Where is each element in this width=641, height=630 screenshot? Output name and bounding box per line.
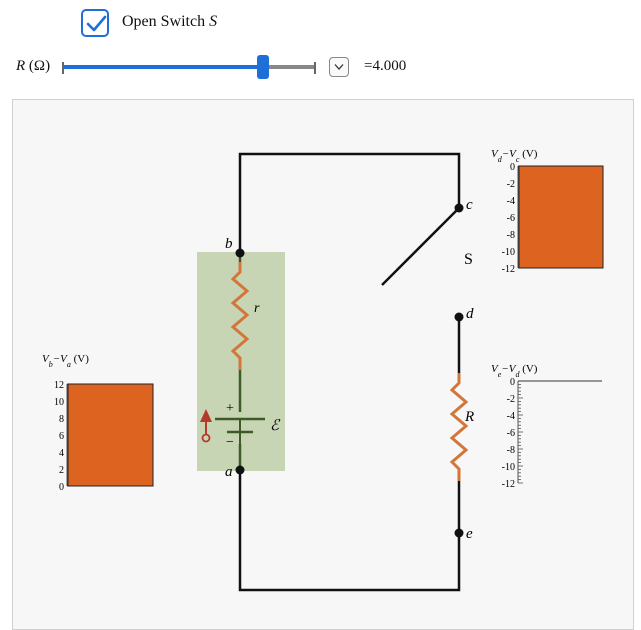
current-direction-arrow-icon [200, 409, 212, 443]
meter-tick-label: -4 [507, 196, 515, 207]
meter-tick-label: 0 [59, 482, 64, 493]
meter-tick-label: -12 [502, 264, 515, 275]
resistance-options-dropdown[interactable] [329, 57, 349, 77]
meter-tick-label: -8 [507, 230, 515, 241]
node-a [235, 465, 245, 475]
meter-vd-vc: Vd−Vc (V)0 -2 -4 -6 -8 -10 -12 [491, 148, 604, 275]
meter-tick-label: -6 [507, 428, 515, 439]
resistance-slider[interactable] [62, 55, 316, 79]
node-c [454, 203, 464, 213]
emf-label: ℰ [270, 418, 281, 434]
meter-tick-label: 2 [59, 465, 64, 476]
load-resistor-R [449, 373, 469, 481]
node-label-a: a [225, 464, 233, 480]
meter-tick-label: -2 [507, 179, 515, 190]
node-e [454, 528, 464, 538]
internal-resistor-r [230, 262, 250, 370]
meter-tick-label: -8 [507, 445, 515, 456]
meter-tick-label: 8 [59, 414, 64, 425]
slider-thumb[interactable] [256, 55, 269, 79]
meter-tick-label: -4 [507, 411, 515, 422]
resistance-label: R (Ω) [16, 58, 51, 74]
node-label-e: e [466, 526, 473, 542]
meter-tick-label: -6 [507, 213, 515, 224]
open-switch-checkbox[interactable] [81, 9, 109, 37]
internal-resistor-label: r [254, 301, 260, 316]
bottom-wire [238, 472, 461, 592]
open-switch-label: Open Switch S [122, 13, 218, 30]
meter-vb-va: Vb−Va (V) 12 10 8 6 4 2 0 [42, 353, 154, 493]
meter-tick-label: 6 [59, 431, 64, 442]
battery-minus-sign: − [226, 435, 234, 450]
meter-title: Ve−Vd (V) [491, 363, 538, 379]
slider-right-stop [314, 62, 316, 74]
battery-plus-sign: + [226, 401, 234, 416]
meter-tick-label: 12 [54, 380, 64, 391]
meter-title: Vd−Vc (V) [491, 148, 538, 164]
meter-tick-label: 10 [54, 397, 64, 408]
meter-tick-label: 0 [510, 162, 515, 173]
meter-bar [67, 383, 154, 487]
slider-track-rest [268, 65, 314, 69]
switch-label: S [464, 251, 473, 268]
chevron-down-icon [334, 64, 344, 70]
meter-tick-label: -10 [502, 247, 515, 258]
circuit-nodes [235, 203, 464, 538]
checkmark-icon [86, 15, 107, 32]
resistance-value: =4.000 [364, 58, 407, 74]
meter-title: Vb−Va (V) [42, 353, 89, 369]
slider-track-filled [64, 65, 257, 69]
meter-tick-label: 0 [510, 377, 515, 388]
battery-icon [215, 417, 265, 444]
slider-left-stop [62, 62, 64, 74]
meter-tick-label: 4 [59, 448, 64, 459]
switch-blade [381, 207, 460, 286]
meter-tick-label: -10 [502, 462, 515, 473]
node-d [454, 312, 464, 322]
node-label-c: c [466, 197, 473, 213]
meter-bar [518, 165, 604, 269]
meter-tick-label: -12 [502, 479, 515, 490]
meter-tick-label: -2 [507, 394, 515, 405]
top-wire [238, 152, 461, 253]
load-resistor-label: R [464, 409, 474, 425]
node-label-b: b [225, 236, 233, 252]
node-b [235, 248, 245, 258]
node-label-d: d [466, 306, 474, 322]
circuit-wires [238, 152, 461, 592]
meter-ve-vd: Ve−Vd (V)0 -2 -4 -6 -8 -10 -12 [491, 363, 602, 490]
